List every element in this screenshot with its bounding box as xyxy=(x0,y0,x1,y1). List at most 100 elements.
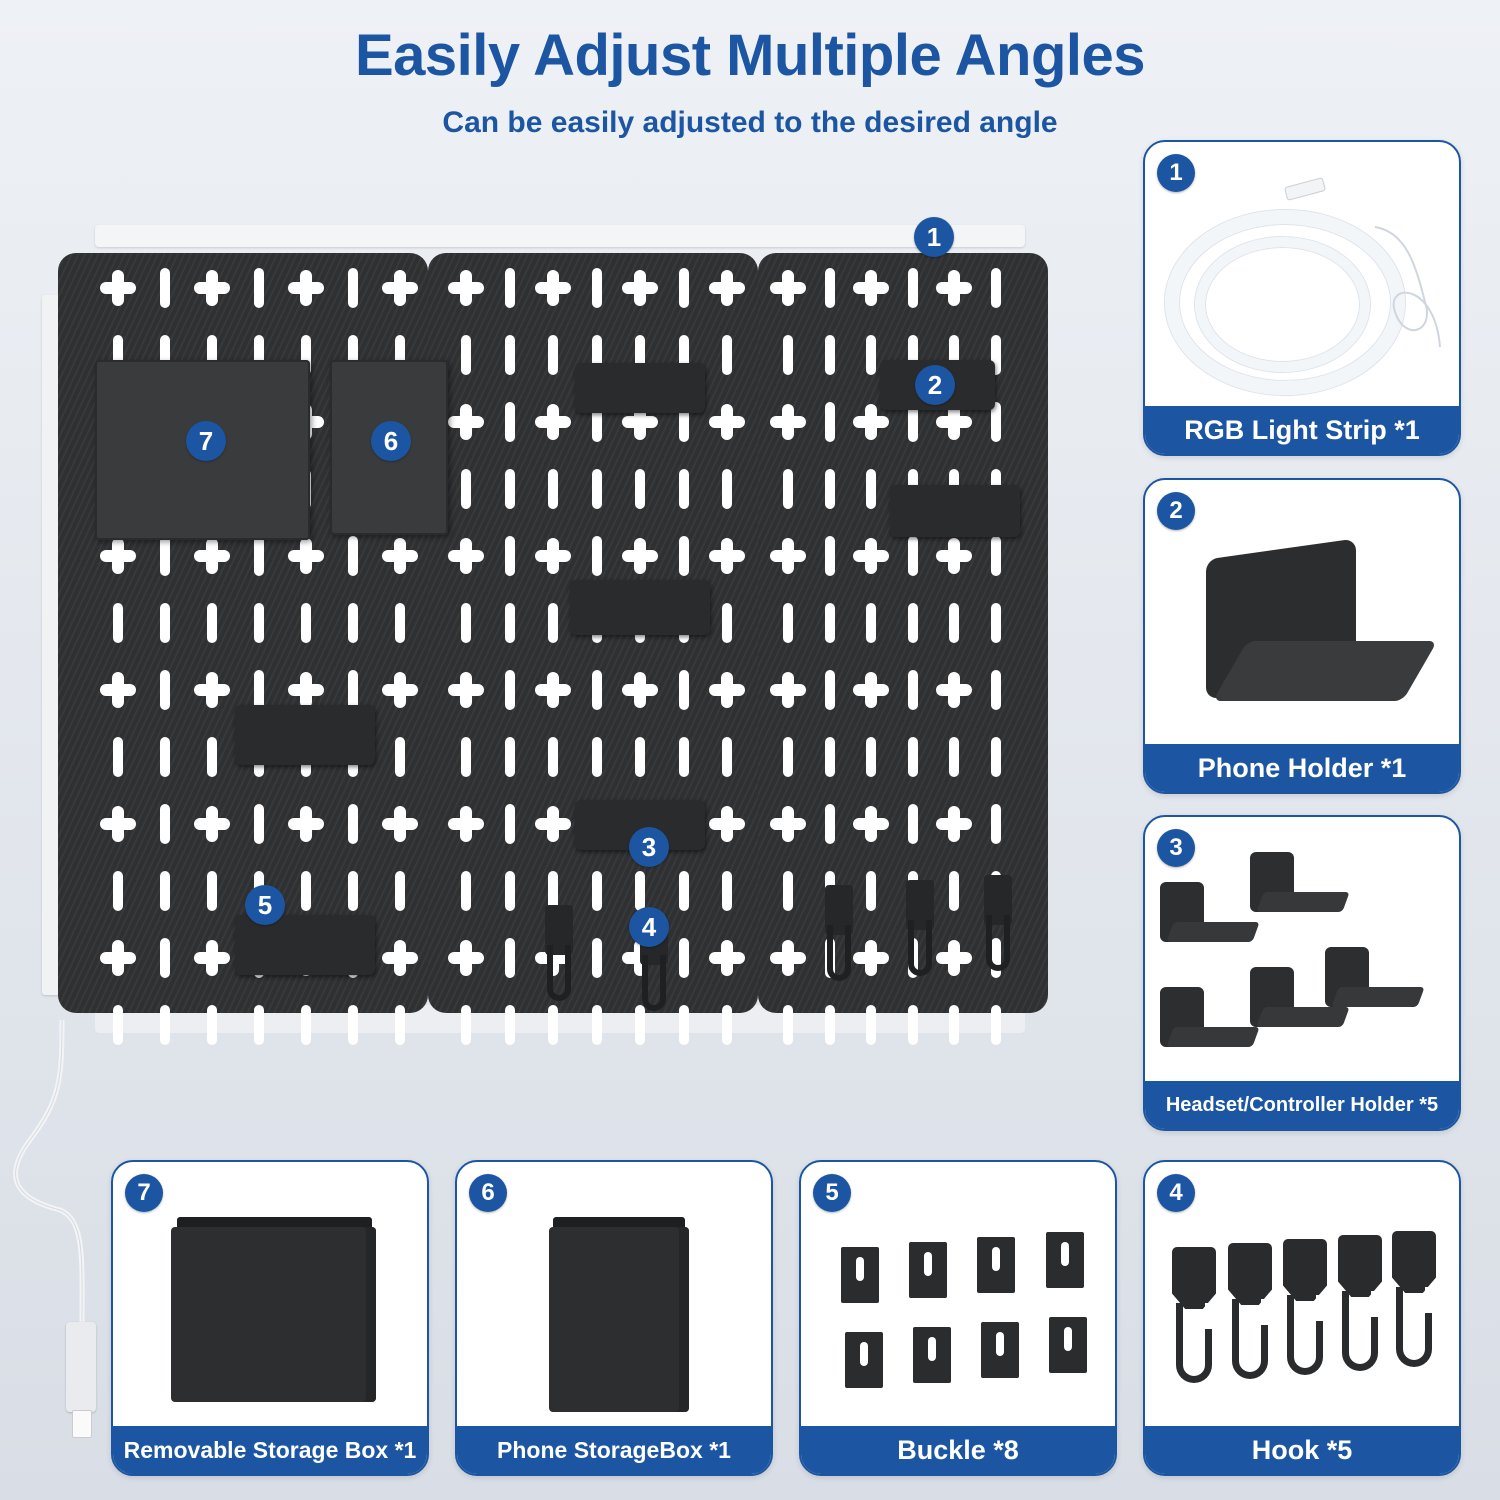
pegboard-cross-hole xyxy=(535,270,571,306)
pegboard-slot-hole xyxy=(548,603,558,643)
item-number-badge: 2 xyxy=(1157,492,1195,530)
pegboard-cross-hole xyxy=(709,940,745,976)
pegboard-slot-hole xyxy=(207,335,217,375)
pegboard-slot-hole xyxy=(990,804,1001,844)
pegboard-slot-hole xyxy=(348,670,358,710)
pegboard-cross-hole xyxy=(535,806,571,842)
pegboard-slot-hole xyxy=(990,536,1001,576)
pegboard-slot-hole xyxy=(783,335,793,375)
item-number-badge: 1 xyxy=(1157,154,1195,192)
usb-plug-tip xyxy=(72,1410,92,1438)
pegboard-slot-hole xyxy=(824,268,835,308)
pegboard-cross-hole xyxy=(709,270,745,306)
pegboard-slot-hole xyxy=(907,268,918,308)
pegboard-slot-hole xyxy=(678,938,689,978)
pegboard-slot-hole xyxy=(160,603,170,643)
item-number-badge: 5 xyxy=(813,1174,851,1212)
pegboard-cross-hole xyxy=(853,538,889,574)
item-card-headset-controller-holder: 3 Headset/Controller Holder *5 xyxy=(1143,815,1461,1131)
pegboard-slot-hole xyxy=(160,670,170,710)
pegboard-cross-hole xyxy=(770,270,806,306)
mounted-headset-holder xyxy=(575,363,705,413)
pegboard-slot-hole xyxy=(160,1005,170,1045)
pegboard-cross-hole xyxy=(936,672,972,708)
light-strip-rail-top xyxy=(95,225,1025,247)
buckle-icon xyxy=(841,1222,1091,1402)
pegboard-cross-hole xyxy=(382,270,418,306)
pegboard-cross-hole xyxy=(194,672,230,708)
mounted-headset-holder xyxy=(235,705,375,765)
pegboard-slot-hole xyxy=(591,402,602,442)
pegboard-cross-hole xyxy=(622,672,658,708)
pegboard-slot-hole xyxy=(504,536,515,576)
pegboard-cross-hole xyxy=(288,672,324,708)
pegboard-slot-hole xyxy=(504,1005,515,1045)
pegboard-slot-hole xyxy=(207,603,217,643)
pegboard-slot-hole xyxy=(678,402,689,442)
pegboard-slot-hole xyxy=(824,804,835,844)
usb-cable xyxy=(13,1020,85,1326)
pegboard-slot-hole xyxy=(591,670,602,710)
pegboard-slot-hole xyxy=(635,871,645,911)
pegboard-cross-hole xyxy=(100,940,136,976)
item-card-removable-storage-box: 7 Removable Storage Box *1 xyxy=(111,1160,429,1476)
pegboard-slot-hole xyxy=(504,335,515,375)
pegboard-slot-hole xyxy=(678,335,689,375)
pegboard-slot-hole xyxy=(866,335,876,375)
item-label: Phone StorageBox *1 xyxy=(457,1426,771,1474)
pegboard-slot-hole xyxy=(635,1005,645,1045)
mounted-buckle-holder xyxy=(235,915,375,975)
pegboard-slot-hole xyxy=(301,603,311,643)
pegboard-cross-hole xyxy=(770,940,806,976)
pegboard-slot-hole xyxy=(461,1005,471,1045)
item-number-badge: 7 xyxy=(125,1174,163,1212)
pegboard-cross-hole xyxy=(288,806,324,842)
pegboard-slot-hole xyxy=(824,1005,835,1045)
pegboard-slot-hole xyxy=(591,536,602,576)
pegboard-cross-hole xyxy=(448,270,484,306)
pegboard-slot-hole xyxy=(635,335,645,375)
pegboard-slot-hole xyxy=(504,804,515,844)
pegboard-slot-hole xyxy=(504,938,515,978)
pegboard-slot-hole xyxy=(866,737,876,777)
pegboard-slot-hole xyxy=(678,670,689,710)
pegboard-slot-hole xyxy=(866,871,876,911)
item-card-phone-holder: 2 Phone Holder *1 xyxy=(1143,478,1461,794)
pegboard-slot-hole xyxy=(113,335,123,375)
pegboard-slot-hole xyxy=(348,871,358,911)
pegboard-cross-hole xyxy=(288,538,324,574)
pegboard-slot-hole xyxy=(395,1005,405,1045)
pegboard-cross-hole xyxy=(194,270,230,306)
pegboard-slot-hole xyxy=(783,1005,793,1045)
pegboard-slot-hole xyxy=(722,1005,732,1045)
pegboard-cross-hole xyxy=(382,940,418,976)
pegboard-slot-hole xyxy=(395,335,405,375)
pegboard-cross-hole xyxy=(709,672,745,708)
pegboard-slot-hole xyxy=(678,1005,689,1045)
pegboard-cross-hole xyxy=(770,672,806,708)
pegboard-slot-hole xyxy=(907,1005,918,1045)
pegboard-slot-hole xyxy=(160,737,170,777)
pegboard-slot-hole xyxy=(678,469,689,509)
pegboard-slot-hole xyxy=(461,335,471,375)
pegboard-cross-hole xyxy=(853,672,889,708)
pegboard-slot-hole xyxy=(907,603,918,643)
pegboard-cross-hole xyxy=(622,404,658,440)
pegboard-slot-hole xyxy=(949,1005,959,1045)
callout-badge-7: 7 xyxy=(186,421,226,461)
phone-holder-icon xyxy=(1200,538,1438,715)
pegboard-cross-hole xyxy=(535,538,571,574)
storage-box-icon xyxy=(171,1217,381,1407)
pegboard-slot-hole xyxy=(866,469,876,509)
pegboard-slot-hole xyxy=(949,871,959,911)
pegboard-slot-hole xyxy=(504,871,515,911)
pegboard-cross-hole xyxy=(709,404,745,440)
pegboard-slot-hole xyxy=(348,335,358,375)
pegboard-slot-hole xyxy=(504,603,515,643)
pegboard-slot-hole xyxy=(207,871,217,911)
pegboard-slot-hole xyxy=(348,268,358,308)
pegboard-slot-hole xyxy=(301,1005,311,1045)
callout-badge-4: 4 xyxy=(629,907,669,947)
pegboard-slot-hole xyxy=(504,268,515,308)
pegboard-slot-hole xyxy=(591,938,602,978)
